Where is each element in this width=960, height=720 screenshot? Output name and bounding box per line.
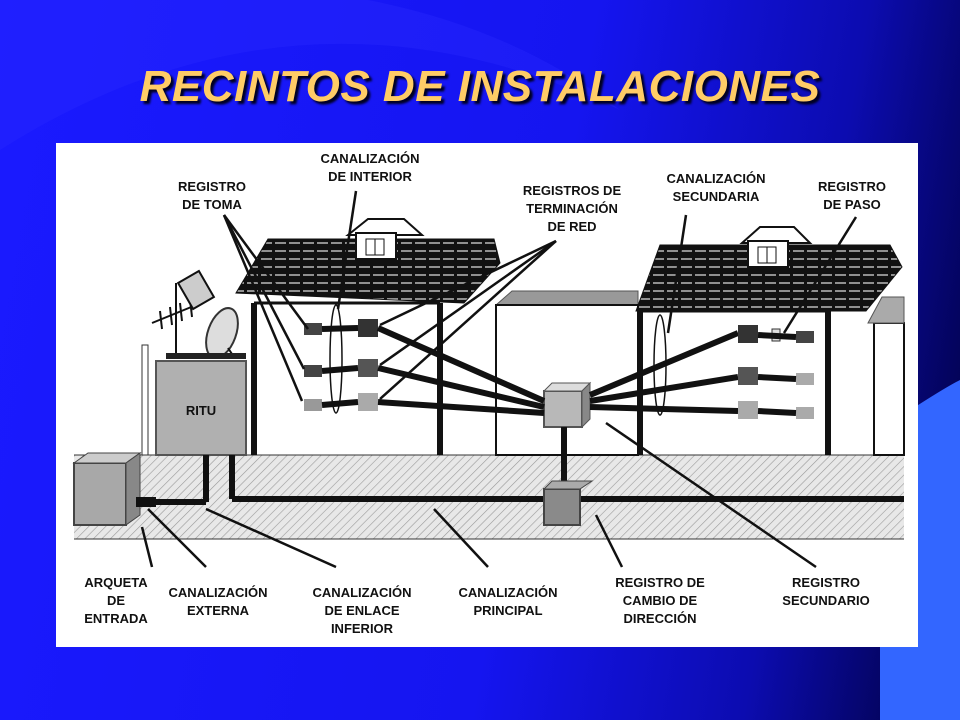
ritu-label: RITU xyxy=(186,403,216,418)
leader-lines xyxy=(140,190,858,569)
antenna-icon xyxy=(151,269,216,357)
arqueta-box xyxy=(73,462,127,526)
installation-diagram: RITU xyxy=(56,143,918,647)
fence-post xyxy=(141,344,149,456)
slide-title: RECINTOS DE INSTALACIONES xyxy=(139,62,821,111)
satellite-dish-icon xyxy=(166,307,246,359)
right-house xyxy=(635,226,903,455)
left-house xyxy=(235,218,501,455)
neighbor-wall xyxy=(873,322,905,456)
central-register-box xyxy=(543,390,583,428)
left-house-outlets xyxy=(304,319,378,411)
diagram-svg: RITU xyxy=(72,151,905,636)
right-house-outlets xyxy=(738,325,814,419)
direction-register-box xyxy=(543,488,581,526)
swoosh-top xyxy=(0,0,620,150)
ritu-box xyxy=(155,360,247,456)
